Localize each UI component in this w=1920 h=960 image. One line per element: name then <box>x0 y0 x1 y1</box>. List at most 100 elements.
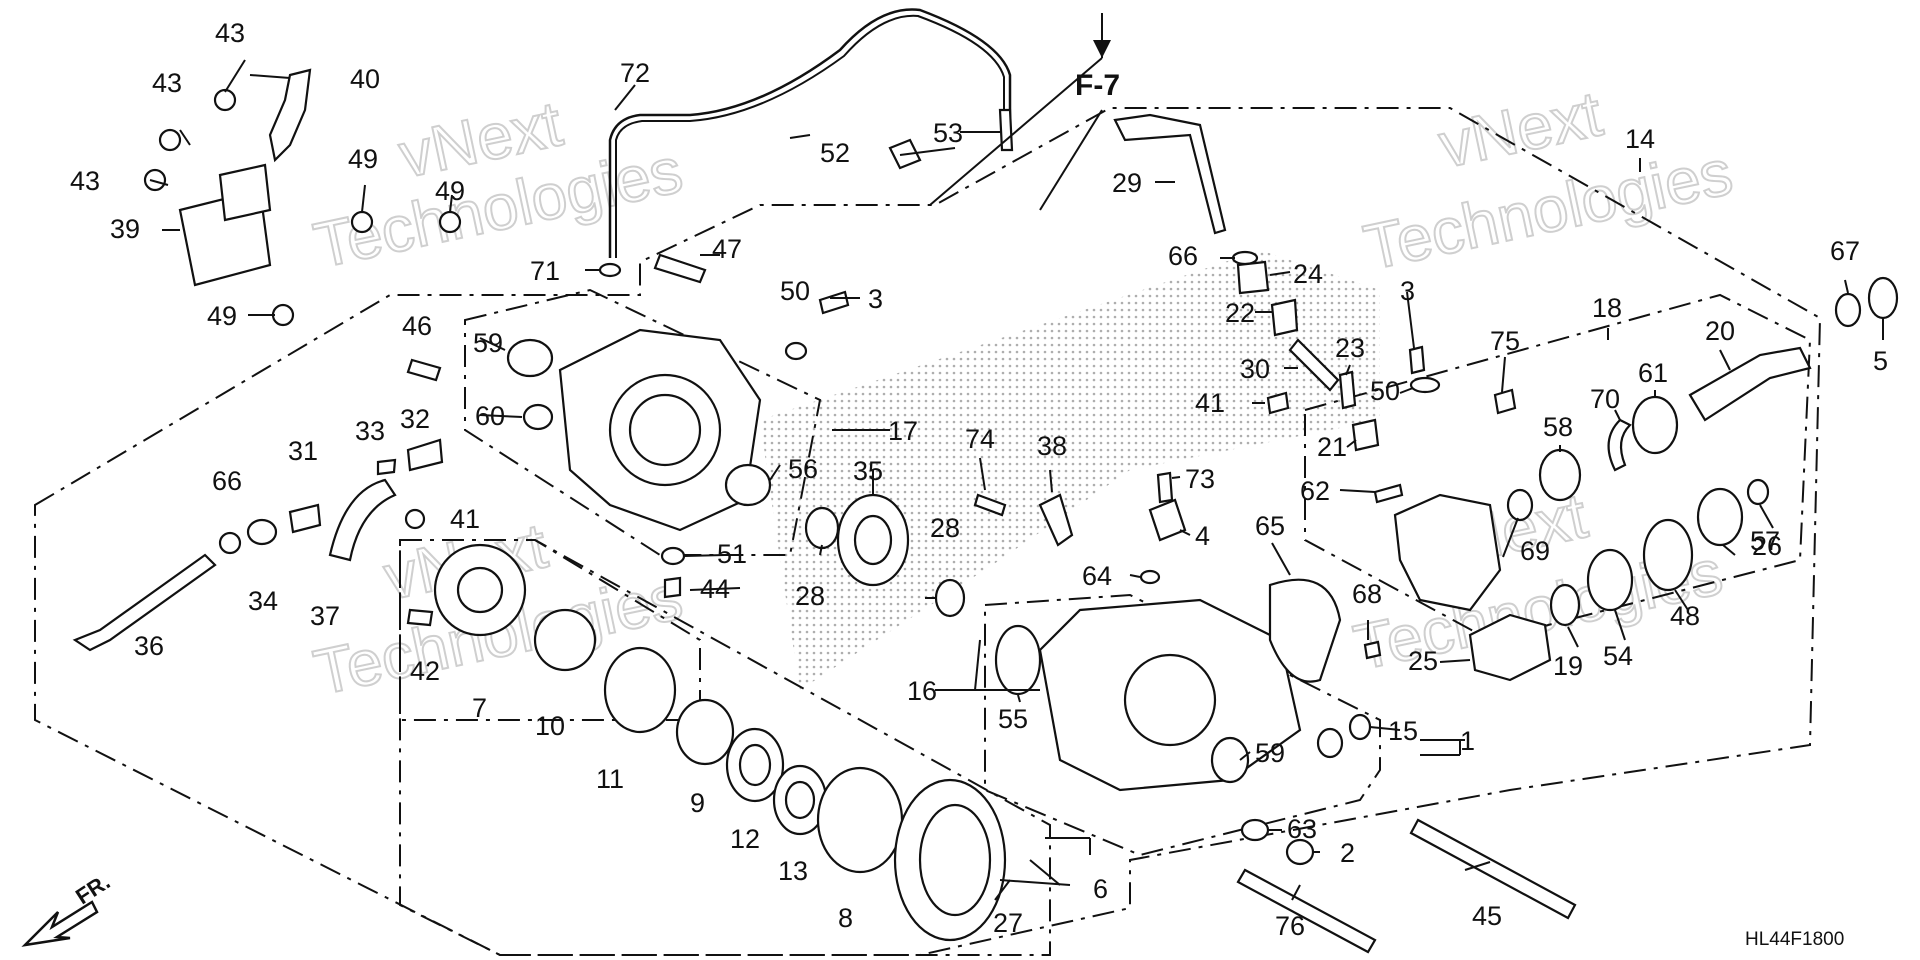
callout-61[interactable]: 61 <box>1638 358 1668 388</box>
callout-3[interactable]: 3 <box>1400 276 1415 306</box>
callout-43[interactable]: 43 <box>152 68 182 98</box>
callout-53[interactable]: 53 <box>933 118 963 148</box>
callout-25[interactable]: 25 <box>1408 646 1438 676</box>
callout-50[interactable]: 50 <box>780 276 810 306</box>
callout-41[interactable]: 41 <box>450 504 480 534</box>
callout-3[interactable]: 3 <box>868 284 883 314</box>
callout-62[interactable]: 62 <box>1300 476 1330 506</box>
spring-22 <box>1270 298 1299 337</box>
callout-2[interactable]: 2 <box>1340 838 1355 868</box>
callout-29[interactable]: 29 <box>1112 168 1142 198</box>
callout-44[interactable]: 44 <box>700 574 730 604</box>
callout-56[interactable]: 56 <box>788 454 818 484</box>
callout-64[interactable]: 64 <box>1082 561 1112 591</box>
callout-6[interactable]: 6 <box>1093 874 1108 904</box>
callout-43[interactable]: 43 <box>215 18 245 48</box>
callout-48[interactable]: 48 <box>1670 601 1700 631</box>
callout-15[interactable]: 15 <box>1388 716 1418 746</box>
callout-37[interactable]: 37 <box>310 601 340 631</box>
bolt-74 <box>973 493 1007 517</box>
callout-60[interactable]: 60 <box>475 401 505 431</box>
callout-46[interactable]: 46 <box>402 311 432 341</box>
callout-39[interactable]: 39 <box>110 214 140 244</box>
callout-11[interactable]: 11 <box>596 764 624 794</box>
callout-66[interactable]: 66 <box>1168 241 1198 271</box>
sleeve-24 <box>1236 260 1270 295</box>
callout-7[interactable]: 7 <box>472 693 487 723</box>
callout-18[interactable]: 18 <box>1592 293 1622 323</box>
callout-67[interactable]: 67 <box>1830 236 1860 266</box>
callout-28[interactable]: 28 <box>930 513 960 543</box>
callout-31[interactable]: 31 <box>288 436 318 466</box>
callout-17[interactable]: 17 <box>888 416 918 446</box>
callout-33[interactable]: 33 <box>355 416 385 446</box>
callout-49[interactable]: 49 <box>348 144 378 174</box>
callout-71[interactable]: 71 <box>530 256 560 286</box>
callout-14[interactable]: 14 <box>1625 124 1655 154</box>
callout-23[interactable]: 23 <box>1335 333 1365 363</box>
oring-28b <box>934 578 966 618</box>
callout-9[interactable]: 9 <box>690 788 705 818</box>
callout-32[interactable]: 32 <box>400 404 430 434</box>
case-16-bore <box>1123 653 1217 747</box>
seal-55 <box>994 624 1042 696</box>
callout-24[interactable]: 24 <box>1293 259 1323 289</box>
bolt-43c <box>143 168 167 192</box>
callout-59[interactable]: 59 <box>473 328 503 358</box>
callout-43[interactable]: 43 <box>70 166 100 196</box>
callout-74[interactable]: 74 <box>965 424 995 454</box>
callout-54[interactable]: 54 <box>1603 641 1633 671</box>
shim-12-inner <box>738 743 772 787</box>
callout-51[interactable]: 51 <box>717 539 747 569</box>
callout-20[interactable]: 20 <box>1705 316 1735 346</box>
callout-41[interactable]: 41 <box>1195 388 1225 418</box>
bolt-43a <box>213 88 237 112</box>
callout-13[interactable]: 13 <box>778 856 808 886</box>
callout-75[interactable]: 75 <box>1490 326 1520 356</box>
callout-21[interactable]: 21 <box>1317 432 1347 462</box>
callout-35[interactable]: 35 <box>853 456 883 486</box>
callout-63[interactable]: 63 <box>1287 814 1317 844</box>
callout-19[interactable]: 19 <box>1553 651 1583 681</box>
callout-49[interactable]: 49 <box>207 301 237 331</box>
callout-55[interactable]: 55 <box>998 704 1028 734</box>
callout-50[interactable]: 50 <box>1370 376 1400 406</box>
callout-4[interactable]: 4 <box>1195 521 1210 551</box>
callout-42[interactable]: 42 <box>410 656 440 686</box>
callout-34[interactable]: 34 <box>248 586 278 616</box>
callout-40[interactable]: 40 <box>350 64 380 94</box>
callout-49[interactable]: 49 <box>435 176 465 206</box>
callout-68[interactable]: 68 <box>1352 579 1382 609</box>
callout-36[interactable]: 36 <box>134 631 164 661</box>
callout-57[interactable]: 57 <box>1750 526 1780 556</box>
callout-73[interactable]: 73 <box>1185 464 1215 494</box>
callout-70[interactable]: 70 <box>1590 384 1620 414</box>
callout-27[interactable]: 27 <box>993 908 1023 938</box>
callout-45[interactable]: 45 <box>1472 901 1502 931</box>
callout-10[interactable]: 10 <box>535 711 565 741</box>
parts <box>72 68 1899 954</box>
callout-66[interactable]: 66 <box>212 466 242 496</box>
fork-37 <box>328 478 397 562</box>
callout-1[interactable]: 1 <box>1460 726 1475 756</box>
callout-52[interactable]: 52 <box>820 138 850 168</box>
figure-reference[interactable]: F-7 <box>1075 69 1120 102</box>
callout-65[interactable]: 65 <box>1255 511 1285 541</box>
callout-58[interactable]: 58 <box>1543 412 1573 442</box>
callout-16[interactable]: 16 <box>907 676 937 706</box>
callout-30[interactable]: 30 <box>1240 354 1270 384</box>
callout-5[interactable]: 5 <box>1873 346 1888 376</box>
callout-22[interactable]: 22 <box>1225 298 1255 328</box>
callout-12[interactable]: 12 <box>730 824 760 854</box>
callout-26[interactable]: 26 <box>1752 531 1782 561</box>
callout-76[interactable]: 76 <box>1275 911 1305 941</box>
callout-28[interactable]: 28 <box>795 581 825 611</box>
f7-arrow-icon <box>1093 40 1111 58</box>
callout-8[interactable]: 8 <box>838 903 853 933</box>
joint-53 <box>998 108 1014 152</box>
callout-38[interactable]: 38 <box>1037 431 1067 461</box>
callout-47[interactable]: 47 <box>712 234 742 264</box>
callout-59[interactable]: 59 <box>1255 738 1285 768</box>
callout-72[interactable]: 72 <box>620 58 650 88</box>
callout-69[interactable]: 69 <box>1520 536 1550 566</box>
